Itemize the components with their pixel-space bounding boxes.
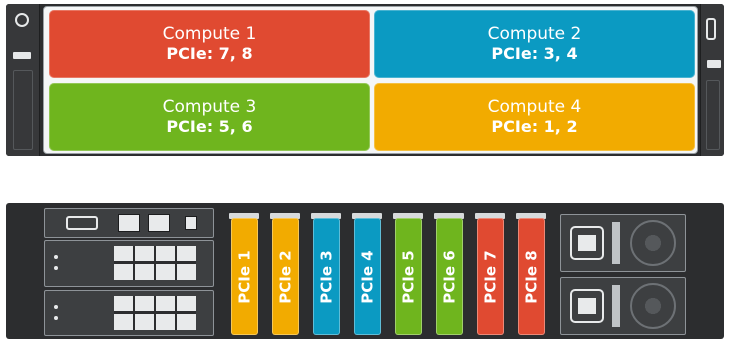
pcie-slot-4[interactable]: PCIe 4 (354, 218, 381, 335)
front-left-handle (13, 70, 33, 150)
psu-handle (612, 222, 620, 264)
pcie-slot-3[interactable]: PCIe 3 (313, 218, 340, 335)
pcie-slot-label: PCIe 2 (276, 249, 295, 304)
power-socket-icon (570, 289, 604, 323)
pcie-slot-5[interactable]: PCIe 5 (395, 218, 422, 335)
ethernet-port-block-icon (114, 246, 196, 280)
serial-port-icon (66, 216, 98, 230)
compute-sled-4[interactable]: Compute 4 PCIe: 1, 2 (374, 83, 695, 151)
sled-title: Compute 3 (162, 97, 257, 117)
compute-sled-3[interactable]: Compute 3 PCIe: 5, 6 (49, 83, 370, 151)
pcie-slot-label: PCIe 7 (481, 249, 500, 304)
module-led-icon (54, 316, 58, 320)
power-button-icon[interactable] (15, 13, 29, 27)
sled-pcie-mapping: PCIe: 1, 2 (491, 117, 578, 136)
power-socket-icon (570, 226, 604, 260)
pcie-bracket (270, 213, 300, 219)
fan-icon (630, 283, 676, 329)
power-socket-pins (578, 298, 596, 314)
sled-pcie-mapping: PCIe: 5, 6 (166, 117, 253, 136)
mgmt-ethernet-port-2 (148, 214, 170, 232)
front-left-ear (6, 4, 40, 156)
pcie-slot-8[interactable]: PCIe 8 (518, 218, 545, 335)
power-socket-pins (578, 235, 596, 251)
pcie-slot-label: PCIe 1 (235, 249, 254, 304)
pcie-slot-2[interactable]: PCIe 2 (272, 218, 299, 335)
compute-sled-2[interactable]: Compute 2 PCIe: 3, 4 (374, 10, 695, 78)
pcie-slot-6[interactable]: PCIe 6 (436, 218, 463, 335)
pcie-bracket (434, 213, 464, 219)
pcie-bracket (311, 213, 341, 219)
fan-icon (630, 220, 676, 266)
pcie-bracket (352, 213, 382, 219)
mgmt-ethernet-port-1 (118, 214, 140, 232)
sled-pcie-mapping: PCIe: 7, 8 (166, 44, 253, 63)
vga-port-icon (707, 60, 721, 68)
pcie-bracket (516, 213, 546, 219)
psu-handle (612, 285, 620, 327)
pcie-slot-label: PCIe 6 (440, 249, 459, 304)
pcie-slot-label: PCIe 8 (522, 249, 541, 304)
pcie-slot-1[interactable]: PCIe 1 (231, 218, 258, 335)
pcie-slot-label: PCIe 5 (399, 249, 418, 304)
usb-port-icon (185, 216, 197, 230)
pcie-bracket (393, 213, 423, 219)
usb-port-icon (13, 52, 31, 59)
compute-sled-1[interactable]: Compute 1 PCIe: 7, 8 (49, 10, 370, 78)
ethernet-port-block-icon (114, 296, 196, 330)
module-led-icon (54, 266, 58, 270)
pcie-slot-7[interactable]: PCIe 7 (477, 218, 504, 335)
module-led-icon (54, 255, 58, 259)
pcie-slot-label: PCIe 3 (317, 249, 336, 304)
sled-title: Compute 4 (487, 97, 582, 117)
pcie-bracket (229, 213, 259, 219)
pcie-bracket (475, 213, 505, 219)
status-indicator-icon (706, 18, 716, 40)
front-right-handle (706, 80, 720, 150)
sled-pcie-mapping: PCIe: 3, 4 (491, 44, 578, 63)
pcie-slot-label: PCIe 4 (358, 249, 377, 304)
sled-title: Compute 1 (162, 24, 257, 44)
module-led-icon (54, 305, 58, 309)
sled-title: Compute 2 (487, 24, 582, 44)
